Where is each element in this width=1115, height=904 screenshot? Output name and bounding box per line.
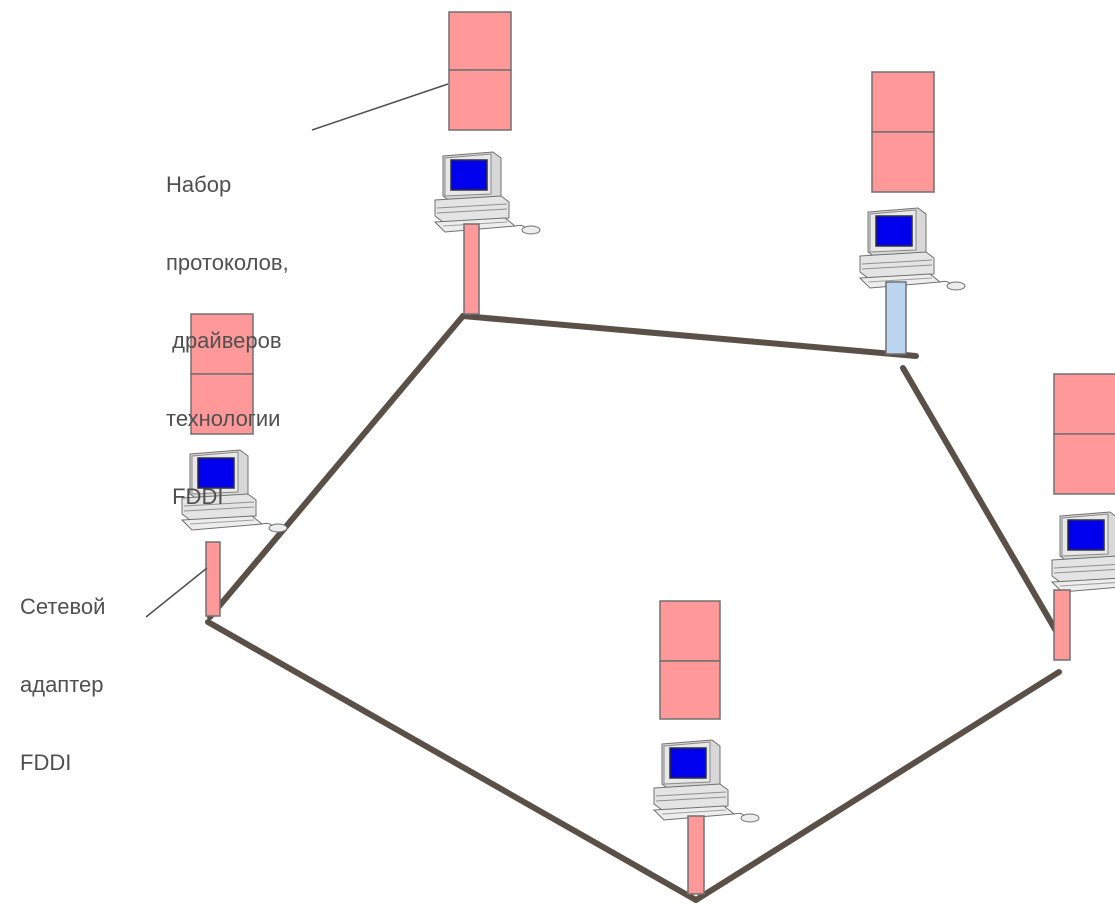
- callout-line-adapter: [145, 567, 208, 618]
- protocol-stack-block: [659, 660, 721, 720]
- computer-icon: [653, 739, 760, 823]
- protocol-stack-block: [1053, 373, 1115, 435]
- protocol-stack-block: [659, 600, 721, 662]
- node-top-center: [434, 11, 541, 315]
- protocol-stack-block: [448, 11, 512, 71]
- network-adapter: [1053, 589, 1071, 661]
- label-line: драйверов: [166, 328, 282, 353]
- ring-segment: [693, 669, 1062, 903]
- label-line: Сетевой: [20, 594, 106, 619]
- network-adapter: [205, 541, 221, 617]
- label-line: Набор: [166, 172, 232, 197]
- protocol-stack-block: [448, 69, 512, 131]
- node-bottom: [653, 600, 760, 895]
- ring-segment: [460, 313, 919, 359]
- label-line: FDDI: [166, 484, 224, 509]
- label-line: адаптер: [20, 672, 104, 697]
- callout-line-protocols: [311, 83, 449, 131]
- computer-icon: [434, 151, 541, 235]
- computer-icon: [1051, 511, 1115, 595]
- label-network-adapter: Сетевой адаптер FDDI: [20, 542, 105, 802]
- label-line: протоколов,: [166, 250, 289, 275]
- node-right: [1051, 373, 1115, 661]
- network-adapter: [885, 281, 907, 355]
- fddi-ring: [205, 313, 1062, 903]
- node-left: [181, 313, 288, 617]
- ring-segment: [207, 313, 466, 620]
- network-adapter: [687, 815, 705, 895]
- computer-icon: [859, 207, 966, 291]
- ring-segment: [205, 619, 699, 903]
- label-line: FDDI: [20, 750, 72, 775]
- network-adapter: [463, 223, 480, 315]
- ring-segment: [900, 365, 1062, 639]
- protocol-stack-block: [871, 71, 935, 133]
- protocol-stack-block: [1053, 433, 1115, 495]
- label-protocol-set: Набор протоколов, драйверов технологии F…: [166, 120, 289, 536]
- node-top-right: [859, 71, 966, 355]
- protocol-stack-block: [190, 373, 254, 435]
- protocol-stack-block: [190, 313, 254, 375]
- label-line: технологии: [166, 406, 281, 431]
- protocol-stack-block: [871, 131, 935, 193]
